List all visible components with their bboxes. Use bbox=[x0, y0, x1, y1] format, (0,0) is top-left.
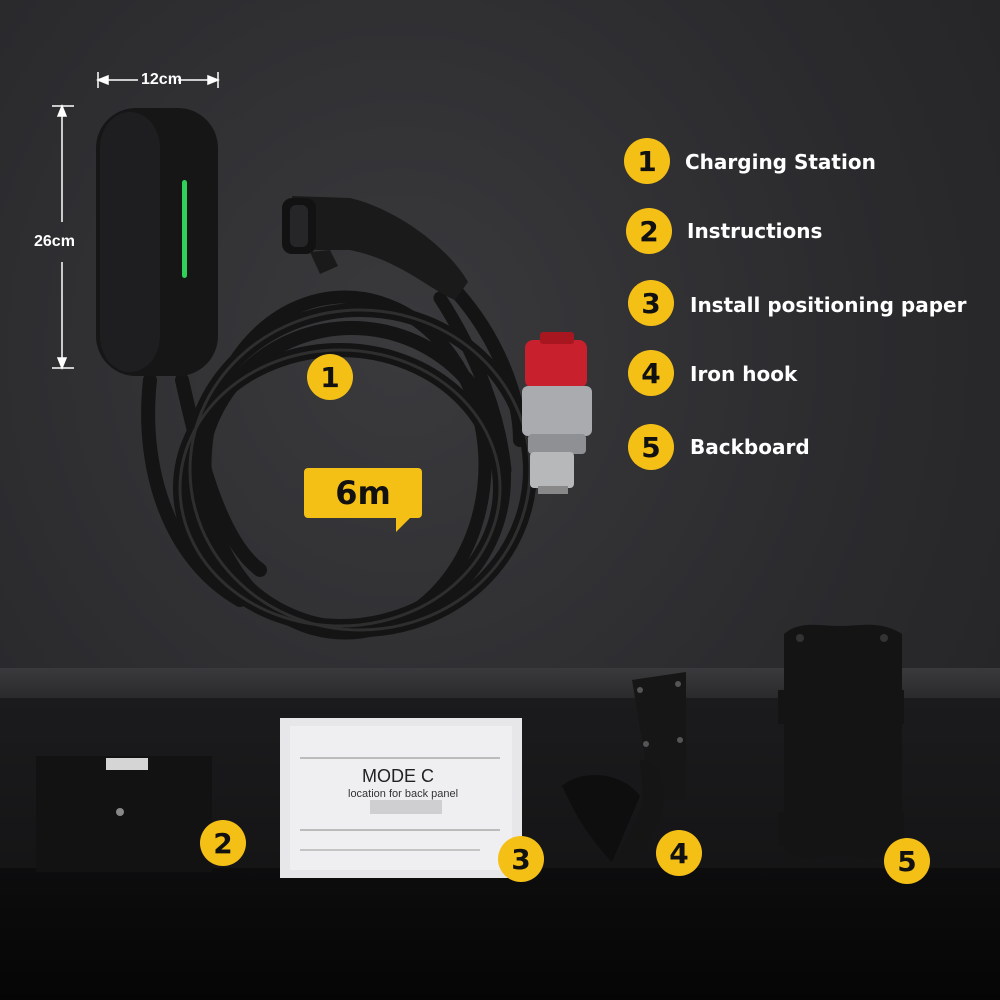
legend-label-1: Charging Station bbox=[685, 150, 876, 174]
callout-paper: 3 bbox=[498, 836, 544, 882]
iron-hook bbox=[562, 672, 686, 864]
booklet-subtitle: location for back panel bbox=[348, 788, 459, 800]
height-label: 26cm bbox=[34, 233, 75, 250]
callout-station: 1 bbox=[307, 354, 353, 400]
legend-badge-1: 1 bbox=[624, 138, 670, 184]
backboard bbox=[778, 624, 904, 858]
callout-backboard: 5 bbox=[884, 838, 930, 884]
width-label: 12cm bbox=[141, 71, 182, 88]
booklet-title: MODE C bbox=[362, 766, 434, 786]
legend-badge-5: 5 bbox=[628, 424, 674, 470]
legend-label-3: Install positioning paper bbox=[690, 293, 967, 317]
legend-badge-4: 4 bbox=[628, 350, 674, 396]
height-dimension-arrow bbox=[52, 103, 74, 371]
callout-box: 2 bbox=[200, 820, 246, 866]
status-led bbox=[182, 180, 187, 278]
instructions-box bbox=[36, 756, 212, 872]
legend-badge-3: 3 bbox=[628, 280, 674, 326]
legend-label-5: Backboard bbox=[690, 435, 810, 459]
callout-hook: 4 bbox=[656, 830, 702, 876]
cee-plug bbox=[522, 332, 592, 494]
length-bubble-tail bbox=[396, 516, 412, 532]
positioning-paper bbox=[280, 718, 522, 878]
charging-station bbox=[96, 108, 218, 376]
width-dimension-arrow bbox=[95, 72, 221, 88]
legend-label-2: Instructions bbox=[687, 219, 823, 243]
type2-connector bbox=[282, 196, 468, 300]
shelf-edge bbox=[0, 868, 1000, 1000]
cable-length-badge: 6m bbox=[304, 468, 422, 518]
legend-label-4: Iron hook bbox=[690, 362, 798, 386]
legend-badge-2: 2 bbox=[626, 208, 672, 254]
